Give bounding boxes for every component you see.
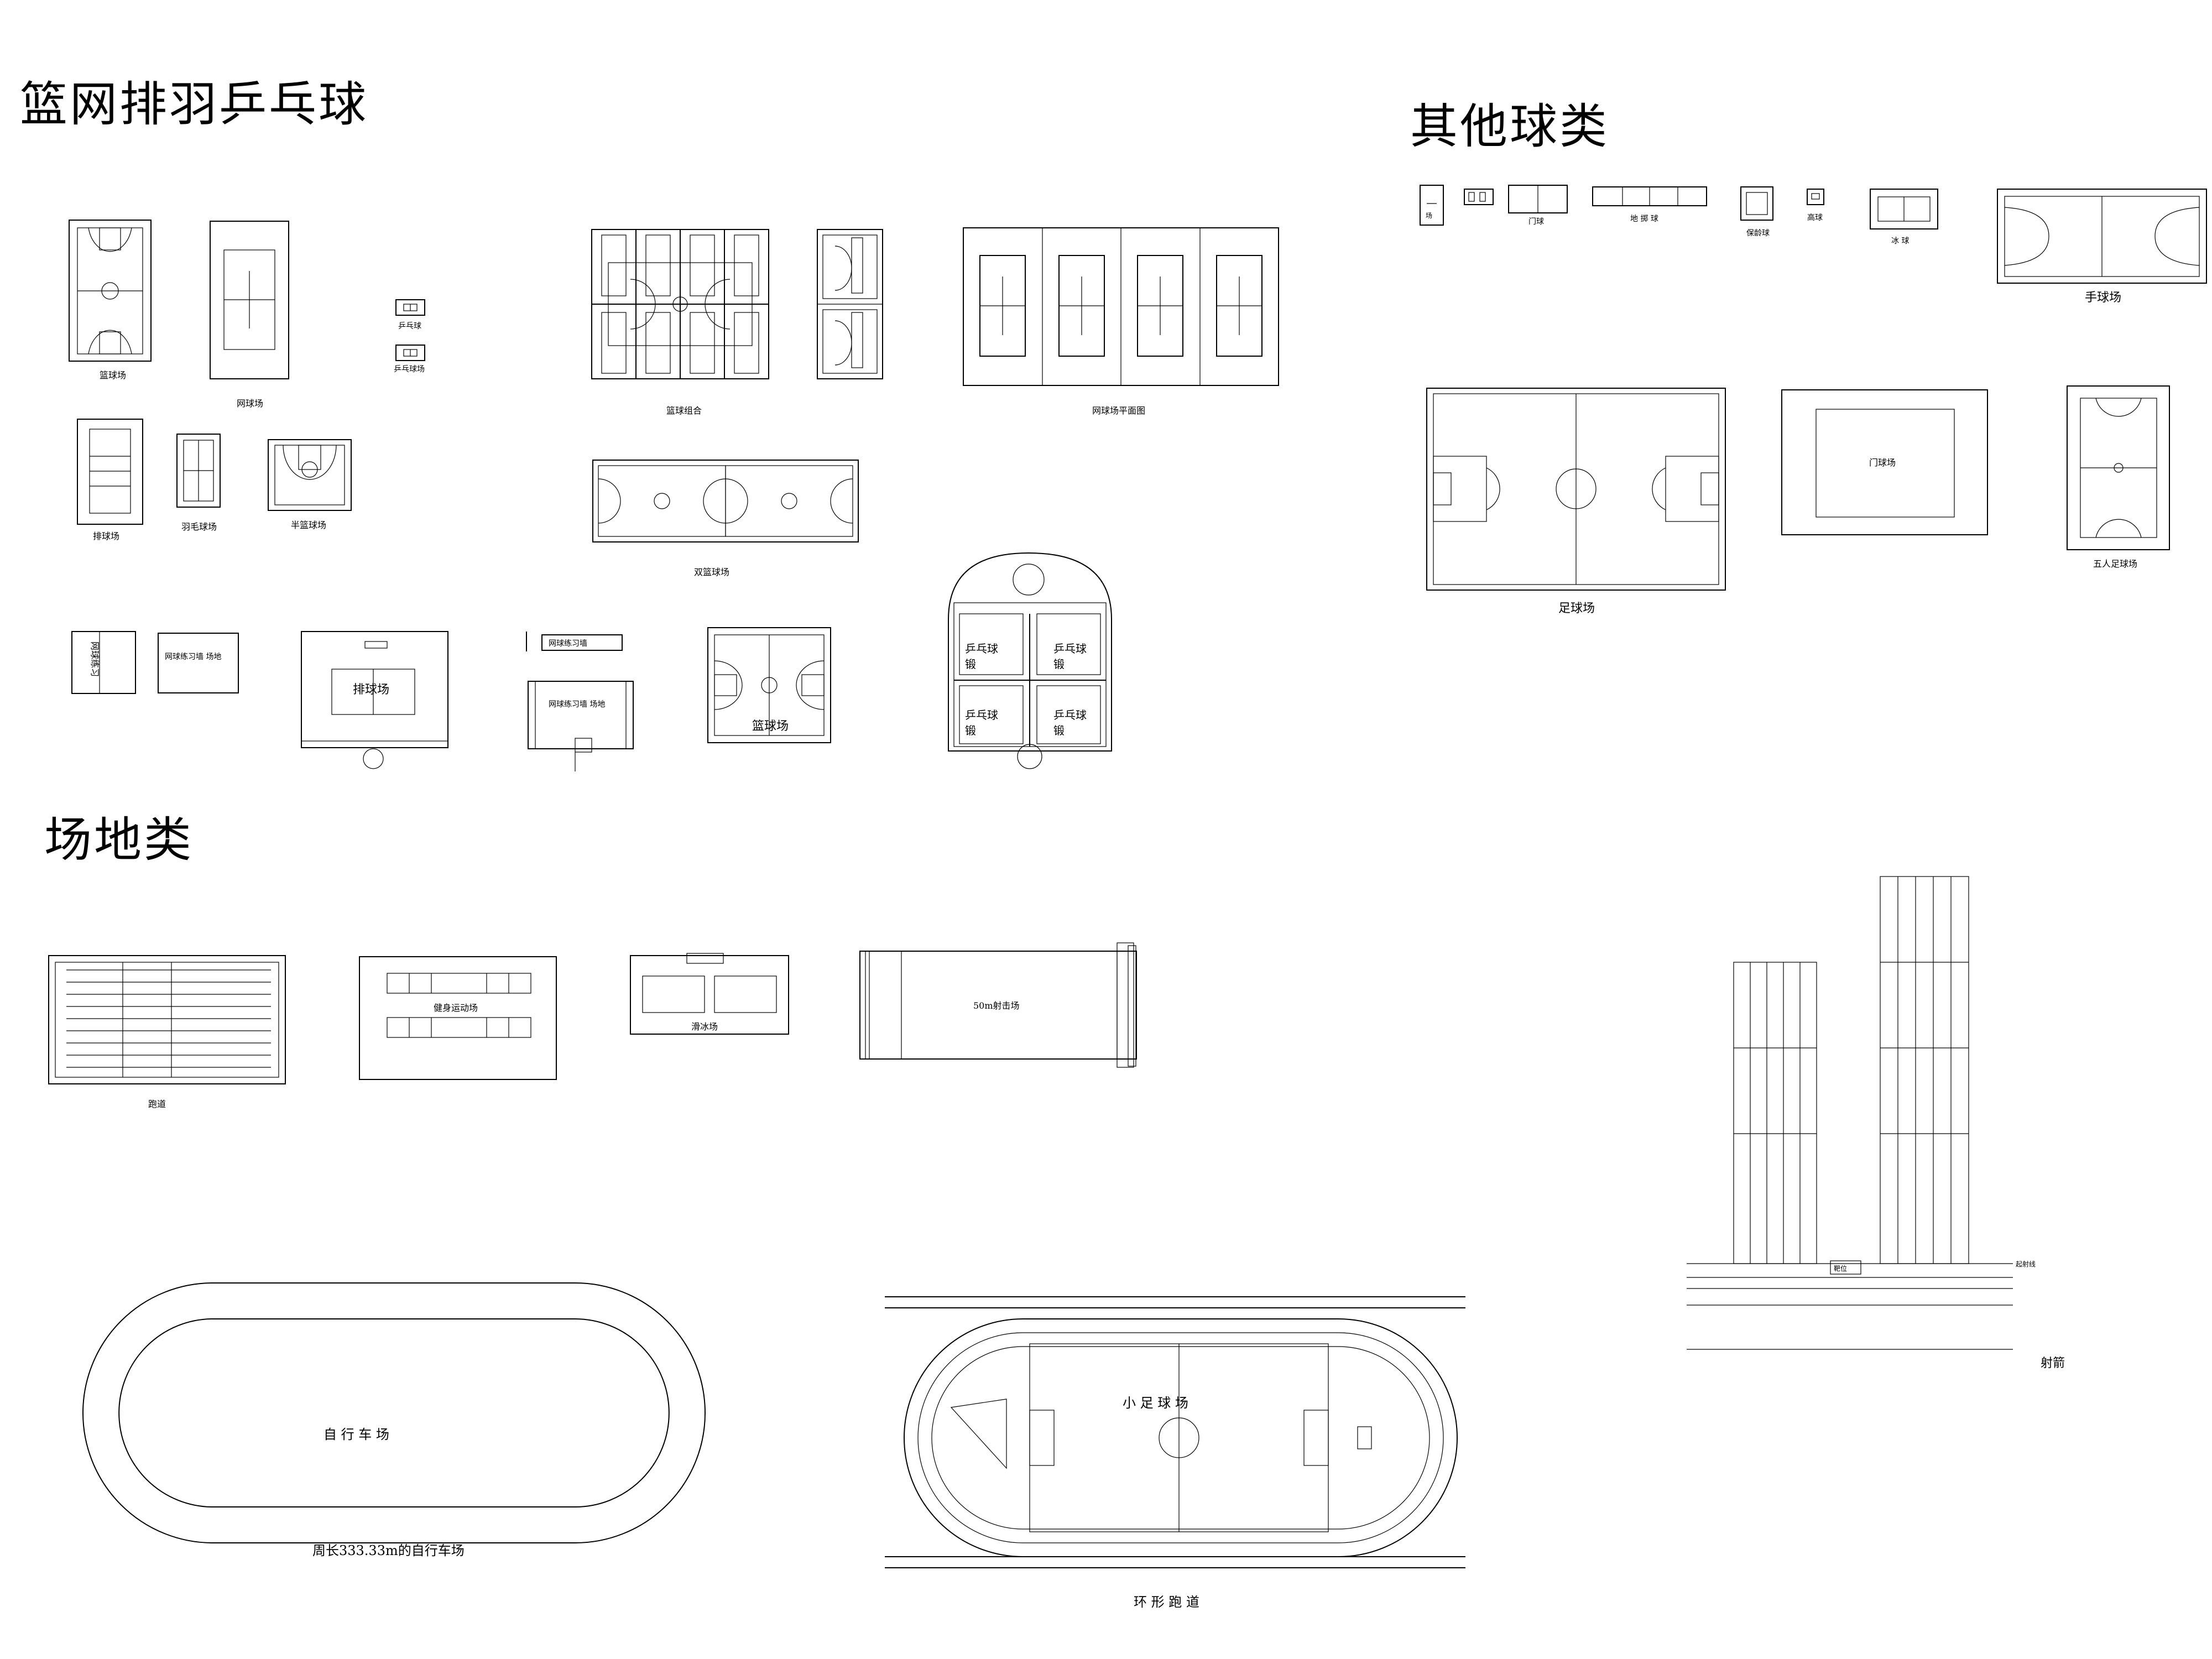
tennis-layout-drawing: 网球场平面图	[963, 227, 1279, 416]
volleyball-court-drawing: 排球场	[77, 419, 143, 541]
complex-cell-label-c: 乒乓球	[1053, 642, 1087, 655]
double-basketball-label: 双篮球场	[694, 567, 729, 577]
practice-side-label: 网球练习	[90, 641, 100, 677]
small-icon-label-f: 冰 球	[1891, 237, 1909, 246]
basketball-court-drawing: 篮球场	[69, 220, 152, 380]
handball-court-label: 手球场	[2085, 291, 2121, 305]
small-icon-label-a: 场	[1426, 212, 1432, 220]
small-icon-label-b: 门球	[1528, 217, 1544, 226]
archery-line-label: 起射线	[2016, 1260, 2036, 1268]
soccer-field-label: 足球场	[1558, 602, 1595, 615]
archery-label: 射箭	[2041, 1357, 2065, 1370]
velodrome-caption: 周长333.33m的自行车场	[312, 1543, 465, 1558]
futsal-court-label: 五人足球场	[2093, 559, 2137, 569]
complex-cell-label-d: 锻	[1053, 658, 1065, 671]
badminton-court-label: 羽毛球场	[181, 521, 217, 532]
section-heading-ball-sports: 篮网排羽乒乓球	[20, 77, 368, 132]
basketball-court-2-label: 篮球场	[752, 719, 789, 733]
complex-cell-label-f: 锻	[965, 724, 976, 737]
volleyball-court-2-label: 排球场	[353, 683, 389, 697]
soccer-field-drawing: 足球场	[1426, 388, 1726, 615]
basketball-court-label: 篮球场	[100, 370, 126, 380]
section-heading-other-ball-sports: 其他球类	[1410, 99, 1609, 154]
basketball-combo-label: 篮球组合	[666, 405, 702, 416]
complex-cell-label-e: 乒乓球	[965, 708, 998, 722]
running-track-drawing: 跑道	[48, 955, 286, 1109]
complex-cell-label-b: 锻	[965, 658, 976, 671]
tennis-court-drawing: 网球场	[210, 221, 289, 409]
small-icon-label-e: 高球	[1807, 213, 1823, 222]
small-icons-row: 场 门球 地 掷 球 保龄球 高球 冰 球	[1420, 185, 1938, 246]
basketball-combo-small-drawing	[817, 229, 883, 379]
volleyball-court-2-drawing: 排球场	[301, 631, 448, 769]
running-track-label: 跑道	[148, 1099, 166, 1109]
skating-rink-drawing: 滑冰场	[630, 953, 789, 1035]
gateball-court-label: 门球场	[1869, 457, 1896, 468]
basketball-court-2-drawing: 篮球场	[707, 627, 831, 743]
section-heading-venues: 场地类	[44, 812, 194, 868]
basketball-combo-drawing: 篮球组合	[591, 229, 769, 416]
mini-soccer-drawing: 小 足 球 场 环 形 跑 道	[885, 1296, 1465, 1610]
archery-target-label: 靶位	[1834, 1264, 1847, 1272]
tennis-practice-wall-3-label: 网球练习墙 场地	[549, 700, 605, 709]
futsal-court-drawing: 五人足球场	[2067, 385, 2170, 569]
tennis-layout-label: 网球场平面图	[1092, 405, 1145, 416]
mini-soccer-label: 小 足 球 场	[1123, 1395, 1188, 1411]
shooting-range-label: 50m射击场	[973, 1000, 1020, 1011]
complex-cell-label-g: 乒乓球	[1053, 708, 1087, 722]
gateball-court-drawing: 门球场	[1781, 389, 1988, 535]
table-tennis-label-b: 乒乓球场	[394, 365, 425, 374]
half-basketball-label: 半篮球场	[291, 520, 326, 530]
table-tennis-label-a: 乒乓球	[398, 322, 421, 331]
table-tennis-drawing: 乒乓球 乒乓球场	[394, 299, 425, 374]
tennis-practice-wall-label: 网球练习墙 场地	[165, 653, 221, 661]
fitness-area-drawing: 健身运动场	[359, 956, 557, 1080]
fitness-area-label: 健身运动场	[434, 1003, 478, 1013]
complex-cell-label-a: 乒乓球	[965, 642, 998, 655]
velodrome-drawing: 自 行 车 场 周长333.33m的自行车场	[82, 1282, 706, 1558]
half-basketball-drawing: 半篮球场	[268, 439, 352, 530]
velodrome-label: 自 行 车 场	[324, 1427, 389, 1442]
complex-cell-label-h: 锻	[1053, 724, 1065, 737]
shooting-range-drawing: 50m射击场	[859, 942, 1137, 1068]
badminton-court-drawing: 羽毛球场	[176, 434, 221, 532]
tennis-court-label: 网球场	[237, 398, 263, 409]
small-icon-label-d: 保龄球	[1746, 229, 1770, 238]
tennis-practice-wall-2-drawing: 网球练习墙 网球练习墙 场地	[526, 632, 634, 771]
double-basketball-drawing: 双篮球场	[592, 460, 859, 577]
handball-court-drawing: 手球场	[1997, 189, 2207, 305]
archery-drawing: 靶位 起射线 射箭	[1687, 876, 2065, 1370]
court-complex-drawing: 乒乓球 锻 乒乓球 锻 乒乓球 锻 乒乓球 锻	[948, 552, 1112, 769]
skating-rink-label: 滑冰场	[691, 1021, 718, 1032]
volleyball-court-label: 排球场	[93, 531, 119, 541]
small-icon-label-c: 地 掷 球	[1630, 215, 1658, 223]
tennis-practice-wall-2-label: 网球练习墙	[549, 639, 587, 648]
practice-side-drawing: 网球练习 网球练习墙 场地	[71, 631, 239, 694]
running-track-2-label: 环 形 跑 道	[1134, 1594, 1199, 1610]
